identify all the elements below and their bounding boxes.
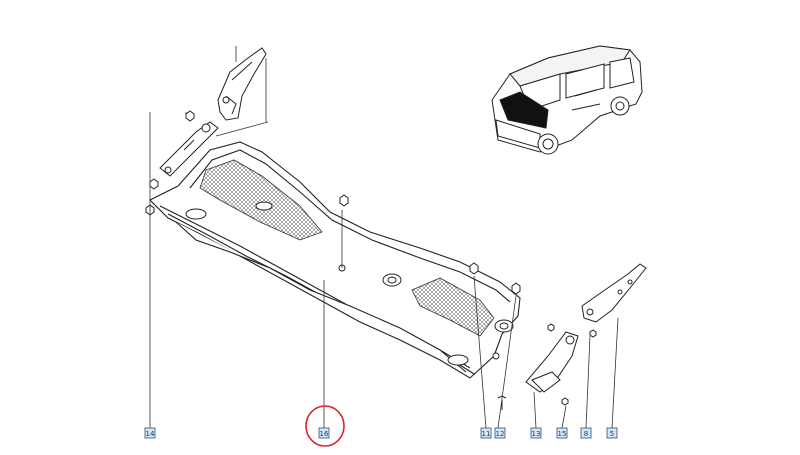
callout-5-text: 5 xyxy=(610,430,614,438)
upper-leader-lines xyxy=(215,46,269,137)
callout-11-text: 11 xyxy=(482,430,491,438)
callout-13[interactable]: 13 xyxy=(530,427,542,439)
callout-14[interactable]: 14 xyxy=(144,427,156,439)
callout-11[interactable]: 11 xyxy=(480,427,492,439)
callout-16-text: 16 xyxy=(320,430,329,438)
cowl-drain-holes xyxy=(185,201,514,366)
callout-12-text: 12 xyxy=(496,430,505,438)
callout-16[interactable]: 16 xyxy=(318,427,330,439)
callout-leader-lines xyxy=(149,112,619,429)
callout-14-text: 14 xyxy=(146,430,155,438)
callout-13-text: 13 xyxy=(532,430,541,438)
wiper-bracket-right xyxy=(581,263,647,323)
callout-8-text: 8 xyxy=(584,430,588,438)
callout-5[interactable]: 5 xyxy=(606,427,618,439)
wiper-linkage-left xyxy=(159,121,219,177)
callout-15[interactable]: 15 xyxy=(556,427,568,439)
highlight-ring-callout-16 xyxy=(305,405,345,447)
vehicle-inset-illustration xyxy=(491,45,643,155)
wiper-arm-bracket-upper xyxy=(217,47,267,121)
wiper-linkage-right xyxy=(525,331,579,393)
callout-8[interactable]: 8 xyxy=(580,427,592,439)
callout-12[interactable]: 12 xyxy=(494,427,506,439)
callout-15-text: 15 xyxy=(558,430,567,438)
cowl-mesh-areas xyxy=(199,159,495,337)
